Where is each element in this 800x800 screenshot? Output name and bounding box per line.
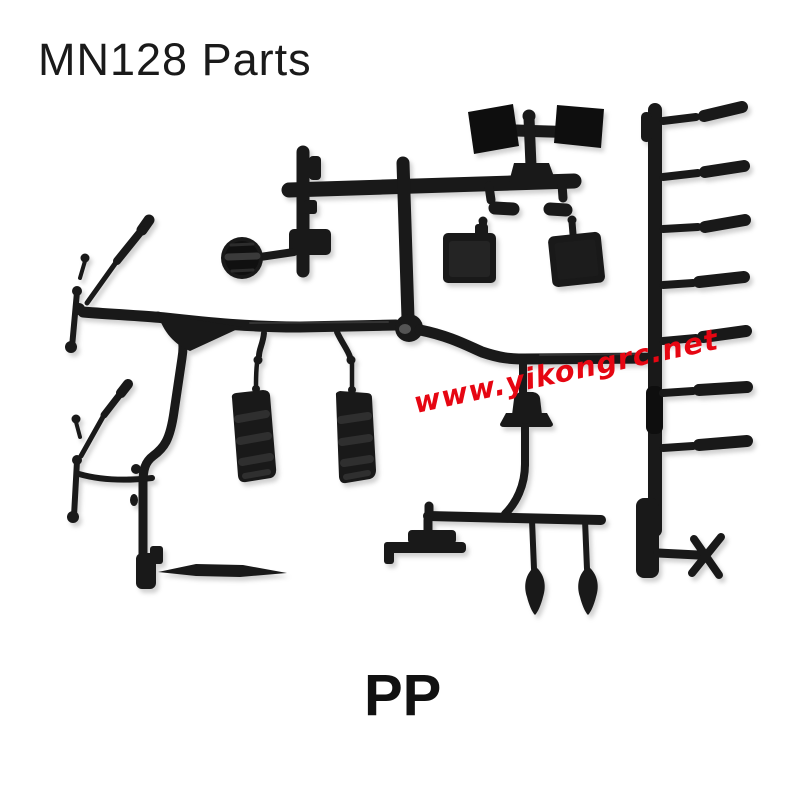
lower-bracket-assembly	[384, 501, 606, 615]
top-bar-assembly	[281, 145, 582, 325]
round-cap-piece	[221, 237, 298, 279]
rail-stub-3	[659, 214, 751, 233]
rail-stub-4	[659, 271, 750, 289]
arrow-piece-right	[578, 517, 598, 615]
right-rail-sprue	[636, 101, 753, 579]
hanging-mirror-plates	[443, 179, 605, 287]
material-label: PP	[364, 663, 442, 728]
arrow-piece-left	[525, 517, 545, 615]
rail-stub-2	[659, 160, 750, 181]
rail-stub-7	[659, 435, 753, 452]
rail-stub-1	[659, 101, 748, 125]
mirror-mount-plates	[468, 104, 604, 182]
main-sprue-runner	[77, 306, 658, 589]
hat-piece	[500, 354, 553, 518]
wiper-arm-set-lower	[67, 379, 155, 523]
vent-plate-right	[334, 329, 376, 484]
vent-plate-left	[231, 330, 277, 483]
page-title: MN128 Parts	[38, 34, 312, 85]
wiper-blade	[158, 564, 287, 577]
rail-stub-6	[659, 381, 753, 397]
wiper-arm-set-upper	[65, 214, 155, 353]
cross-piece	[688, 533, 725, 579]
rail-stub-5	[659, 325, 752, 345]
